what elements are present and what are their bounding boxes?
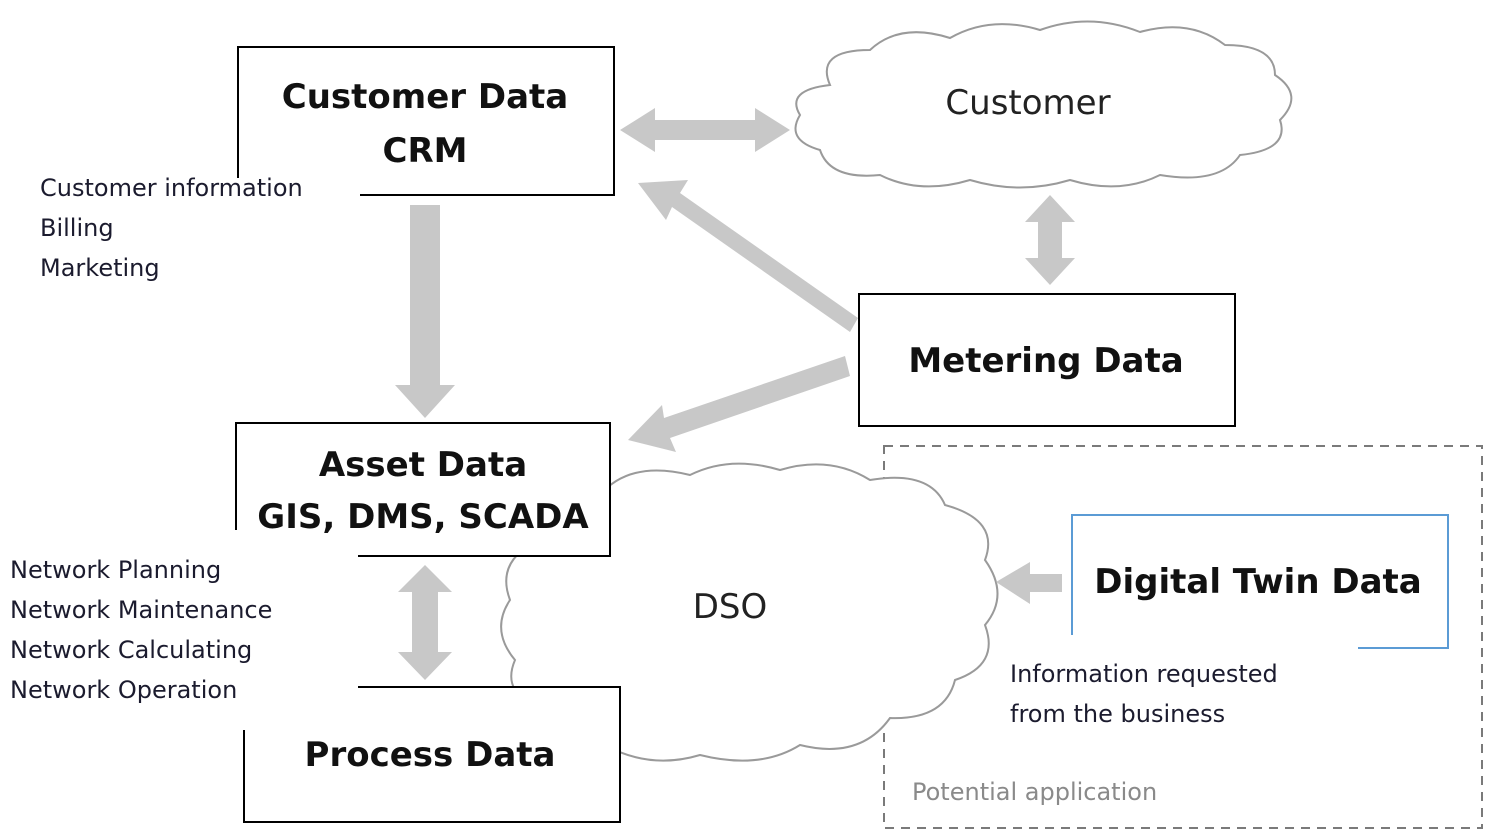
note-line: Customer information: [40, 174, 303, 202]
digital-twin-data-box: Digital Twin Data: [1071, 514, 1449, 649]
arrow-customer-data-to-customer: [620, 108, 790, 152]
arrow-digital-twin-to-dso: [996, 562, 1062, 604]
note-line: Billing: [40, 214, 114, 242]
customer-data-notes: Customer information Billing Marketing: [40, 174, 303, 282]
note-line: Network Calculating: [10, 636, 252, 664]
note-line: from the business: [1010, 700, 1225, 728]
customer-cloud: Customer: [794, 20, 1293, 189]
arrow-asset-to-process: [398, 565, 452, 680]
digital-twin-data-title: Digital Twin Data: [1094, 562, 1421, 602]
dso-label: DSO: [693, 587, 768, 627]
note-line: Network Planning: [10, 556, 221, 584]
potential-application-label: Potential application: [912, 778, 1157, 806]
customer-data-box: Customer Data CRM: [237, 46, 615, 196]
customer-label: Customer: [945, 83, 1110, 123]
customer-data-title: Customer Data: [282, 77, 568, 117]
note-line: Marketing: [40, 254, 160, 282]
digital-twin-notes: Information requested from the business: [1010, 660, 1278, 728]
metering-data-title: Metering Data: [908, 341, 1183, 381]
asset-data-notes: Network Planning Network Maintenance Net…: [10, 556, 272, 704]
customer-data-subtitle: CRM: [383, 131, 468, 171]
asset-data-title: Asset Data: [319, 445, 527, 485]
arrow-customer-data-to-asset-data: [395, 205, 455, 418]
metering-data-box: Metering Data: [858, 293, 1236, 427]
note-line: Network Operation: [10, 676, 237, 704]
note-line: Network Maintenance: [10, 596, 272, 624]
asset-data-subtitle: GIS, DMS, SCADA: [257, 497, 589, 537]
process-data-title: Process Data: [305, 735, 556, 775]
arrow-metering-to-customer-data: [638, 180, 858, 332]
note-line: Information requested: [1010, 660, 1278, 688]
arrow-customer-to-metering: [1025, 195, 1075, 285]
arrow-metering-to-asset-data: [628, 356, 850, 452]
asset-data-box: Asset Data GIS, DMS, SCADA: [235, 422, 611, 557]
process-data-box: Process Data: [243, 686, 621, 823]
